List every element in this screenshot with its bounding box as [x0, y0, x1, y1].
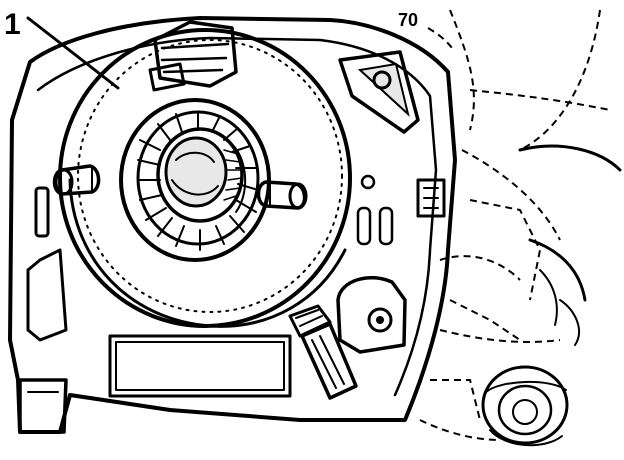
background-assembly	[419, 9, 622, 447]
right-pin	[256, 180, 308, 210]
part-label-70: 70	[398, 10, 418, 30]
rotor-hub	[119, 98, 271, 262]
leader-line-1	[26, 16, 120, 90]
left-slot	[34, 186, 50, 238]
leader-line-70	[427, 27, 453, 49]
slot-left	[356, 206, 372, 246]
part-label-1: 1	[4, 8, 21, 41]
top-connector	[148, 20, 238, 92]
lock-barrel	[481, 365, 569, 447]
ribbon-connector	[288, 304, 358, 400]
callout-1: 1	[4, 8, 120, 90]
upper-mount	[338, 50, 420, 134]
housing-plate	[8, 16, 457, 434]
left-pin	[52, 164, 101, 196]
callout-70: 70	[398, 10, 453, 49]
lower-boss	[336, 276, 407, 354]
hub-bore	[164, 136, 228, 208]
right-connector-tab	[416, 178, 446, 218]
mount-hole	[360, 174, 376, 190]
label-window	[108, 334, 292, 398]
slot-right	[378, 206, 394, 246]
clock-spring-ring	[58, 28, 352, 328]
